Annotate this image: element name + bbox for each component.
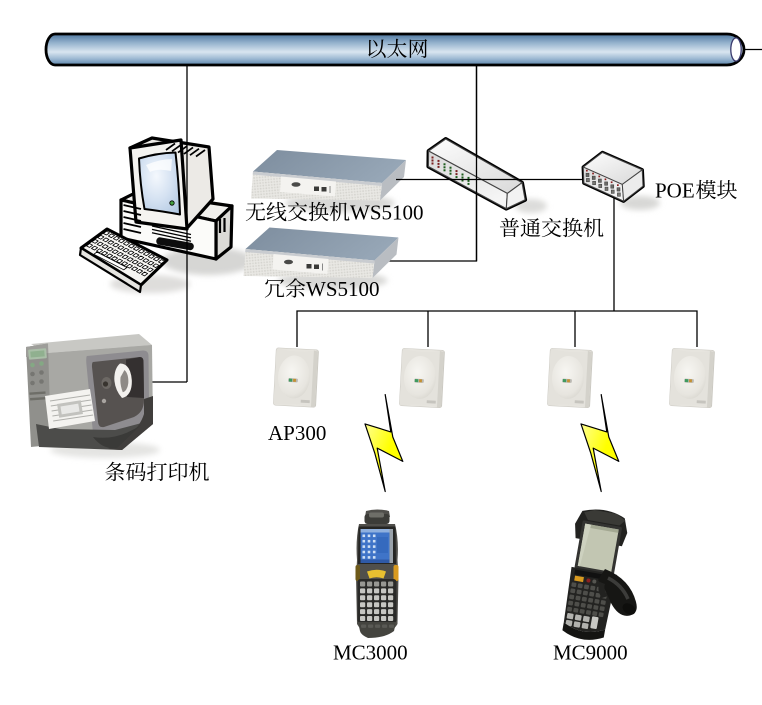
svg-text:WS5100: WS5100	[306, 277, 380, 301]
svg-text:MC3000: MC3000	[333, 641, 408, 665]
svg-text:AP300: AP300	[268, 421, 326, 445]
svg-text:WS5100: WS5100	[350, 201, 424, 225]
svg-text:POE: POE	[655, 179, 695, 203]
svg-text:MC9000: MC9000	[553, 641, 628, 665]
